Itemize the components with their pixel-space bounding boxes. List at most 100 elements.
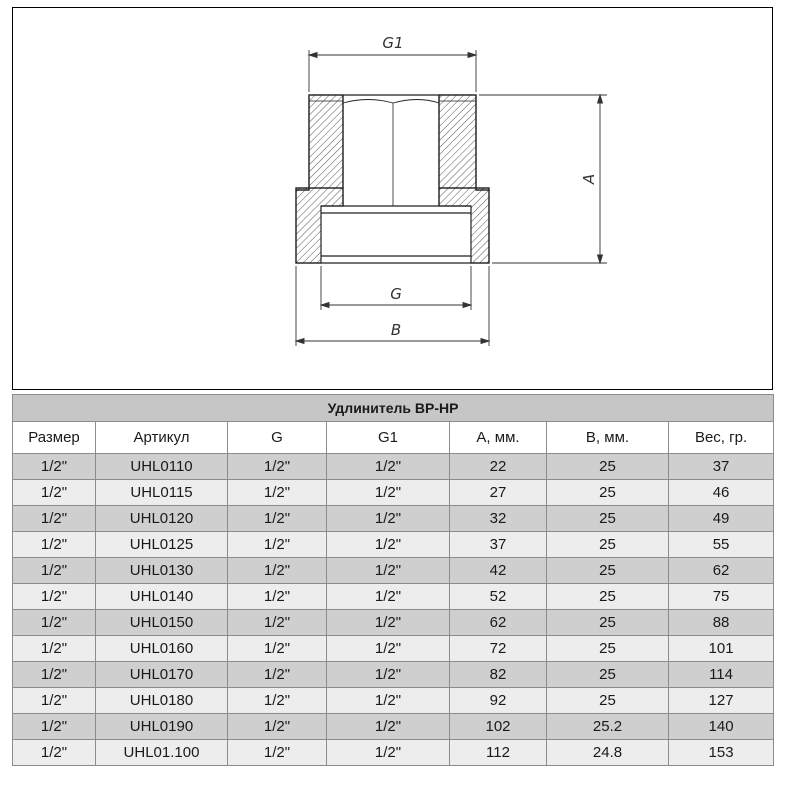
table-cell: 1/2" [12,713,96,740]
table-row: 1/2" UHL0170 1/2" 1/2" 82 25 114 [12,661,775,688]
table-cell: 1/2" [227,505,327,532]
table-cell: 1/2" [12,505,96,532]
table-cell: 25 [546,635,669,662]
table-cell: 25 [546,661,669,688]
table-cell: 1/2" [227,739,327,766]
column-header: Размер [12,421,96,454]
table-cell: 127 [667,687,775,714]
table-row: 1/2" UHL0115 1/2" 1/2" 27 25 46 [12,479,775,506]
table-cell: 1/2" [227,531,327,558]
column-header: Вес, гр. [667,421,775,454]
table-cell: 102 [449,713,547,740]
table-cell: 25.2 [546,713,669,740]
table-cell: 25 [546,479,669,506]
table-cell: 25 [546,609,669,636]
column-header: Артикул [95,421,228,454]
table-cell: 25 [546,505,669,532]
table-row: 1/2" UHL0190 1/2" 1/2" 102 25.2 140 [12,713,775,740]
table-cell: UHL01.100 [95,739,228,766]
table-cell: 1/2" [227,557,327,584]
technical-drawing: G1 A G B [12,7,773,390]
table-cell: 32 [449,505,547,532]
table-cell: 72 [449,635,547,662]
table-cell: 25 [546,687,669,714]
table-cell: 1/2" [12,531,96,558]
table-cell: 1/2" [227,453,327,480]
table-cell: 1/2" [326,609,450,636]
table-cell: UHL0140 [95,583,228,610]
table-cell: UHL0110 [95,453,228,480]
table-cell: 1/2" [12,453,96,480]
table-cell: 1/2" [326,739,450,766]
table-cell: 140 [667,713,775,740]
table-cell: 1/2" [12,687,96,714]
table-cell: 1/2" [227,635,327,662]
table-row: 1/2" UHL0120 1/2" 1/2" 32 25 49 [12,505,775,532]
table-cell: 62 [449,609,547,636]
dimension-lines [294,50,607,346]
table-cell: 1/2" [326,583,450,610]
table-cell: 1/2" [12,479,96,506]
table-cell: 52 [449,583,547,610]
table-cell: 1/2" [326,557,450,584]
table-cell: 82 [449,661,547,688]
dim-label-g1: G1 [382,34,403,52]
table-cell: UHL0160 [95,635,228,662]
table-cell: 88 [667,609,775,636]
table-cell: 1/2" [227,661,327,688]
fitting-cross-section: G1 A G B [294,34,607,346]
table-cell: 49 [667,505,775,532]
table-cell: 46 [667,479,775,506]
table-cell: 153 [667,739,775,766]
table-cell: 62 [667,557,775,584]
table-cell: 22 [449,453,547,480]
dim-label-g: G [390,285,402,303]
dim-label-a: A [580,174,598,185]
table-cell: 25 [546,453,669,480]
table-cell: 1/2" [326,713,450,740]
table-cell: 1/2" [326,687,450,714]
table-cell: UHL0115 [95,479,228,506]
table-cell: 112 [449,739,547,766]
table-cell: 25 [546,557,669,584]
table-cell: UHL0130 [95,557,228,584]
table-cell: 1/2" [227,713,327,740]
table-cell: 1/2" [227,687,327,714]
table-cell: 1/2" [326,505,450,532]
table-cell: 1/2" [326,453,450,480]
table-cell: 1/2" [227,609,327,636]
table-cell: 1/2" [326,635,450,662]
table-cell: 25 [546,531,669,558]
table-cell: 42 [449,557,547,584]
table-cell: 37 [449,531,547,558]
table-cell: 55 [667,531,775,558]
table-row: 1/2" UHL0130 1/2" 1/2" 42 25 62 [12,557,775,584]
table-header-row: Размер Артикул G G1 А, мм. В, мм. Вес, г… [12,421,775,454]
part-outline [295,94,490,264]
table-cell: UHL0150 [95,609,228,636]
dimension-labels: G1 A G B [382,34,598,339]
table-cell: UHL0170 [95,661,228,688]
table-row: 1/2" UHL0150 1/2" 1/2" 62 25 88 [12,609,775,636]
table-cell: 1/2" [326,531,450,558]
table-title-row: Удлинитель ВР-НР [11,394,775,422]
table-cell: 1/2" [12,583,96,610]
table-cell: 25 [546,583,669,610]
table-row: 1/2" UHL0140 1/2" 1/2" 52 25 75 [12,583,775,610]
specification-table: Удлинитель ВР-НР Размер Артикул G G1 А, … [11,394,775,766]
table-cell: 1/2" [326,479,450,506]
table-cell: 1/2" [12,609,96,636]
table-cell: UHL0120 [95,505,228,532]
hatched-wall-sections [295,94,490,264]
column-header: В, мм. [546,421,669,454]
dim-label-b: B [391,321,401,339]
table-cell: 92 [449,687,547,714]
table-title: Удлинитель ВР-НР [11,394,775,422]
column-header: G [227,421,327,454]
table-cell: 1/2" [12,739,96,766]
table-cell: 1/2" [227,479,327,506]
table-row: 1/2" UHL0180 1/2" 1/2" 92 25 127 [12,687,775,714]
table-row: 1/2" UHL01.100 1/2" 1/2" 112 24.8 153 [12,739,775,766]
table-row: 1/2" UHL0125 1/2" 1/2" 37 25 55 [12,531,775,558]
table-cell: 1/2" [326,661,450,688]
